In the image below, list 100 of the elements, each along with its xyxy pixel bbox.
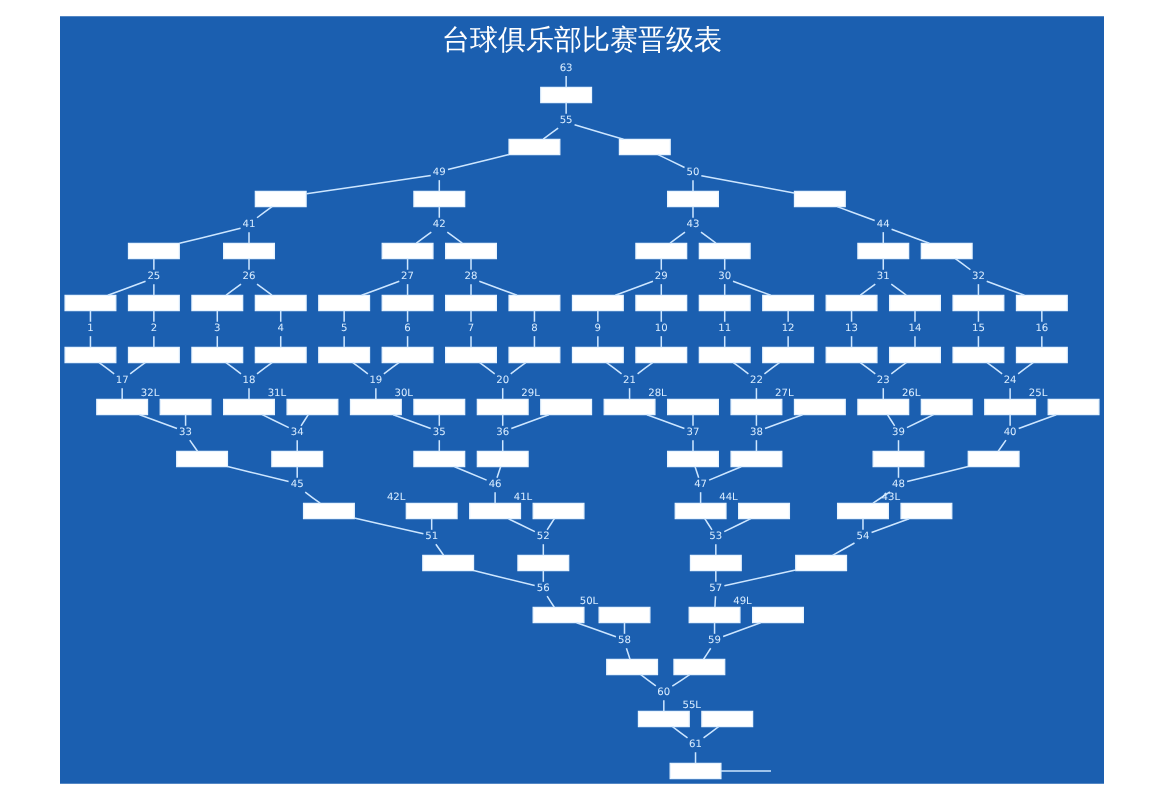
connector — [303, 491, 320, 504]
connector — [703, 517, 712, 531]
node-box — [516, 554, 569, 572]
connector — [574, 621, 616, 638]
connector — [858, 283, 876, 296]
node-box — [539, 86, 592, 104]
connector — [224, 283, 241, 296]
connector — [662, 699, 664, 713]
connector — [509, 413, 549, 430]
node-box — [729, 398, 782, 416]
connector — [762, 361, 780, 375]
connector — [913, 309, 915, 323]
node-box — [270, 450, 323, 468]
connector — [255, 361, 272, 375]
connector — [508, 361, 526, 375]
node-box — [444, 346, 496, 364]
connector — [188, 439, 198, 452]
connector — [714, 569, 716, 583]
connector — [722, 517, 751, 533]
connector — [721, 621, 761, 638]
node-box — [687, 606, 740, 624]
connector — [152, 309, 154, 323]
node-box — [253, 294, 306, 312]
node-box — [507, 346, 560, 364]
connector — [128, 361, 145, 375]
node-box — [634, 242, 687, 260]
node-box — [301, 502, 354, 520]
node-box — [285, 398, 338, 416]
connector — [869, 517, 909, 534]
node-box — [317, 294, 370, 312]
connector — [391, 413, 431, 430]
connector — [382, 361, 399, 375]
connector — [152, 257, 154, 271]
node-box — [507, 294, 560, 312]
connector — [701, 725, 719, 739]
connector — [446, 153, 509, 171]
connector — [304, 174, 431, 195]
connector — [691, 205, 693, 219]
node-box — [835, 502, 888, 520]
node-box — [253, 346, 306, 364]
connector — [913, 335, 915, 348]
connector — [701, 647, 711, 660]
node-box — [824, 346, 877, 364]
node-box — [126, 346, 179, 364]
node-box — [966, 450, 1019, 468]
connector — [691, 413, 693, 427]
node-box — [380, 242, 433, 260]
node-box — [317, 346, 370, 364]
node-box — [95, 398, 148, 416]
connector — [152, 335, 154, 348]
node-box — [222, 398, 274, 416]
connector — [596, 309, 598, 323]
node-box — [888, 346, 940, 364]
connector — [707, 465, 741, 481]
node-box — [253, 190, 306, 208]
connector — [596, 335, 598, 348]
node-box — [856, 398, 909, 416]
connector — [691, 179, 693, 192]
node-box — [697, 242, 750, 260]
node-box — [666, 190, 718, 208]
connector — [247, 231, 249, 244]
connector — [255, 205, 272, 219]
connector — [564, 101, 566, 115]
node-box — [636, 710, 689, 728]
node-box — [531, 606, 584, 624]
connector — [670, 673, 690, 687]
connector — [1040, 309, 1042, 323]
node-box — [570, 294, 623, 312]
connector — [434, 543, 444, 556]
connector — [858, 361, 876, 375]
connector — [1008, 387, 1010, 400]
node-box — [222, 242, 274, 260]
connector — [137, 413, 177, 430]
node-box — [856, 242, 909, 260]
node-box — [126, 242, 179, 260]
node-box — [412, 398, 465, 416]
connector — [613, 280, 653, 296]
node-box — [412, 450, 465, 468]
connector — [359, 280, 400, 296]
connector — [699, 175, 794, 194]
node-box — [919, 242, 972, 260]
connector — [1008, 413, 1010, 427]
node-box — [951, 346, 1004, 364]
connector — [670, 725, 688, 739]
connector — [731, 361, 749, 375]
connector — [469, 283, 471, 296]
node-box — [666, 398, 718, 416]
connector — [714, 543, 716, 556]
node-box — [824, 294, 877, 312]
connector — [763, 413, 803, 430]
connector — [830, 542, 855, 557]
connector — [506, 517, 535, 533]
connector — [635, 361, 653, 375]
connector — [1040, 335, 1042, 348]
connector — [645, 413, 685, 430]
node-box — [794, 554, 847, 572]
node-box — [899, 502, 952, 520]
connector — [691, 439, 693, 452]
node-box — [605, 658, 658, 676]
connector — [541, 127, 558, 140]
